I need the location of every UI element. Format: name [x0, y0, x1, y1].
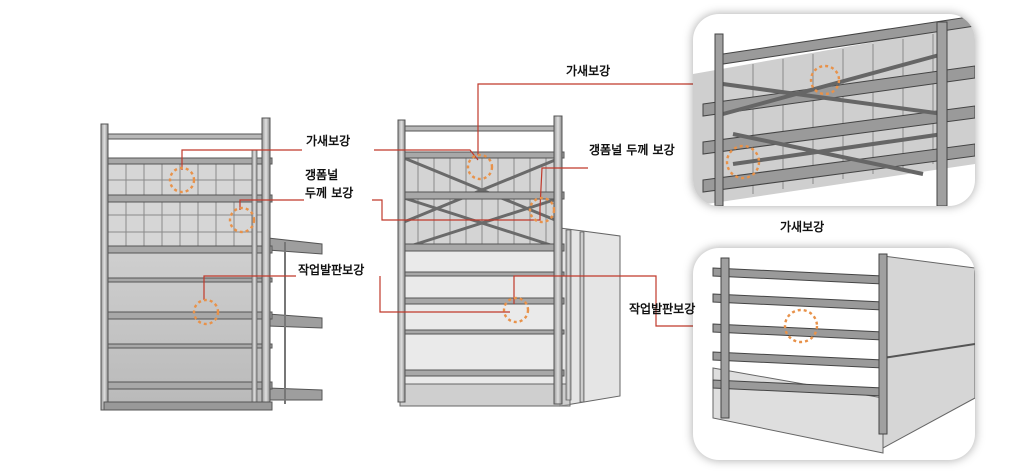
label-right-caption: 가새보강: [780, 220, 825, 234]
highlight-markers: [168, 153, 556, 326]
label-left-platform: 작업발판보강: [298, 263, 365, 277]
inset-platform-detail: [693, 248, 975, 460]
left-gang-form: [100, 117, 323, 411]
label-mid-bracing: 가새보강: [566, 64, 611, 78]
label-left-gangform-line2: 두께 보강: [305, 186, 354, 200]
marker-mid-bracing: [466, 153, 494, 181]
inset-marker-platform: [783, 308, 819, 344]
leader-lines: [181, 72, 823, 327]
inset-platform-illustration: [712, 253, 975, 454]
marker-mid-platform: [502, 296, 530, 324]
marker-mid-gangform: [528, 196, 556, 224]
label-left-gangform-line1: 갱폼널: [305, 168, 339, 182]
marker-left-gangform: [228, 206, 256, 234]
label-mid-gangform: 갱폼널 두께 보강: [589, 143, 675, 157]
inset-bracing-illustration: [693, 15, 975, 206]
marker-left-platform: [192, 298, 220, 326]
label-mid-platform: 작업발판보강: [629, 302, 696, 316]
label-left-bracing: 가새보강: [306, 134, 351, 148]
inset-bracing-detail: [693, 14, 975, 206]
inset-marker-bracing: [809, 64, 841, 96]
marker-left-bracing: [168, 166, 196, 194]
inset-marker-gangform: [725, 144, 761, 180]
middle-gang-form: [397, 115, 621, 407]
